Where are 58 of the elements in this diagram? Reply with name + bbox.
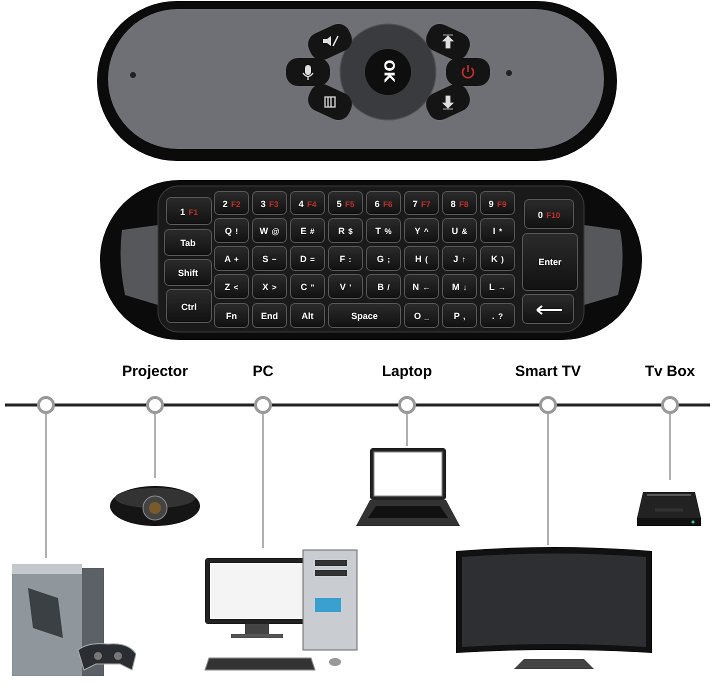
keyboard-key: 8 F8 [442, 191, 477, 215]
keyboard-key: H ( [404, 246, 439, 271]
keyboard-key: T % [366, 218, 401, 243]
device-label: Laptop [382, 362, 432, 382]
connector-line [669, 414, 671, 480]
keyboard-key: 3 F3 [252, 191, 287, 215]
keyboard-key: C " [290, 274, 325, 299]
keyboard-key: J ↑ [442, 246, 477, 271]
keyboard-key: X > [252, 274, 287, 299]
keyboard-key: E # [290, 218, 325, 243]
keyboard-key: 1 F1 [166, 197, 212, 225]
device-label: PC [252, 362, 274, 382]
keyboard-key: L → [480, 274, 515, 299]
keyboard-key: . ? [480, 303, 515, 328]
connector-line [262, 414, 264, 548]
keyboard-key: 0 F10 [524, 199, 574, 229]
keyboard-key: V ' [328, 274, 363, 299]
device-label: Projector [122, 362, 188, 382]
keyboard-key: Q ! [214, 218, 249, 243]
keyboard-key: 9 F9 [480, 191, 515, 215]
keyboard-key: W @ [252, 218, 287, 243]
keyboard-key: F : [328, 246, 363, 271]
keyboard-key: M ↓ [442, 274, 477, 299]
keyboard-key: R $ [328, 218, 363, 243]
connector-line [406, 414, 408, 446]
keyboard-key: 5 F5 [328, 191, 363, 215]
keyboard-key: End [252, 303, 287, 328]
connector-line [154, 414, 156, 478]
device-label: Tv Box [644, 362, 696, 382]
keyboard-key: 4 F4 [290, 191, 325, 215]
keyboard-key: A + [214, 246, 249, 271]
keyboard-key: D = [290, 246, 325, 271]
keyboard-key: Y ^ [404, 218, 439, 243]
keyboard-key: Alt [290, 303, 325, 328]
keyboard-key: 2 F2 [214, 191, 249, 215]
timeline-marker [37, 396, 55, 414]
keyboard-key: Ctrl [166, 289, 212, 323]
device-label: Smart TV [515, 362, 581, 382]
connector-line [45, 414, 47, 558]
keyboard-key: 7 F7 [404, 191, 439, 215]
keyboard-key: 6 F6 [366, 191, 401, 215]
keyboard-key: Z < [214, 274, 249, 299]
keyboard-key: Shift [164, 259, 212, 286]
ok-button-label: OK [380, 60, 396, 82]
keyboard-key: N ← [404, 274, 439, 299]
keyboard-key: K ) [480, 246, 515, 271]
keyboard-key: I * [480, 218, 515, 243]
keyboard-key: Fn [214, 303, 249, 328]
keyboard-key: Tab [164, 229, 212, 256]
connector-line [547, 414, 549, 545]
keyboard-key: P , [442, 303, 477, 328]
keyboard-key: S − [252, 246, 287, 271]
keyboard-key: G ; [366, 246, 401, 271]
keyboard-key: Enter [522, 233, 578, 291]
keyboard-key: B / [366, 274, 401, 299]
keyboard-key: O _ [404, 303, 439, 328]
keyboard-key: U & [442, 218, 477, 243]
keyboard-key: Space [328, 303, 401, 328]
